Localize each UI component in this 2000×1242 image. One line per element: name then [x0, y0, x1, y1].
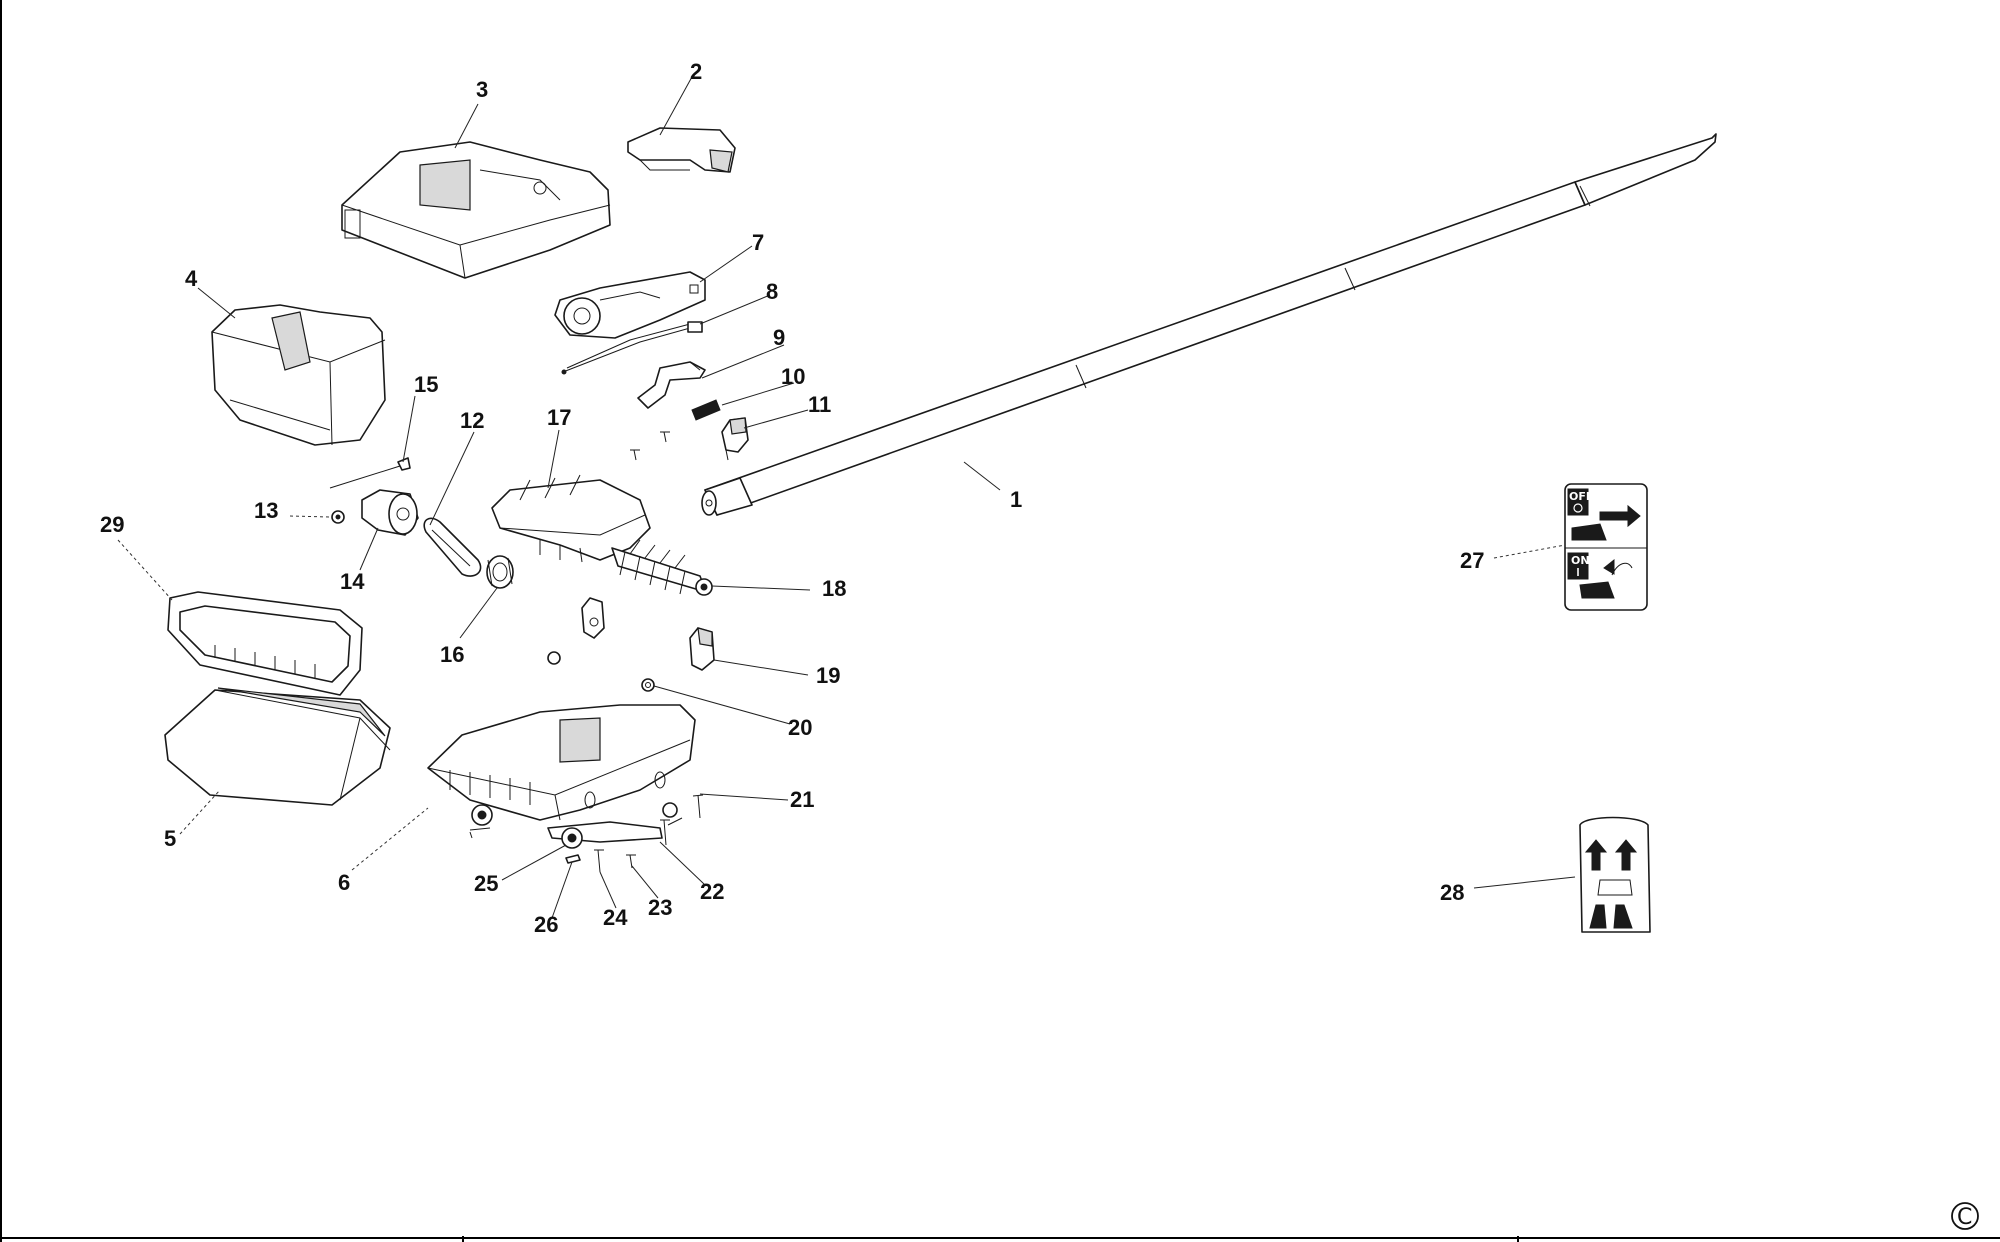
- part-4-battery-cover: [211, 304, 386, 446]
- label-part-11: 11: [808, 392, 831, 417]
- label-part-5: 5: [164, 826, 176, 851]
- label-part-29: 29: [100, 512, 124, 537]
- label-part-7: 7: [752, 230, 764, 255]
- label-part-15: 15: [414, 372, 438, 397]
- part-15-cable-tie: [329, 457, 411, 489]
- part-9-switch-contact: [637, 361, 706, 409]
- label-part-14: 14: [340, 569, 365, 594]
- washer-small-center: [547, 651, 561, 665]
- label-part-12: 12: [460, 408, 484, 433]
- label-part-27: 27: [1460, 548, 1484, 573]
- part-29-filter-frame: [167, 591, 363, 696]
- decal-on-text: ON: [1571, 554, 1590, 567]
- decal-off-text: OFF: [1569, 490, 1593, 503]
- label-part-28: 28: [1440, 880, 1464, 905]
- arrow-curved-icon: [1603, 558, 1615, 575]
- part-18-brush-roll: [611, 539, 713, 596]
- label-part-23: 23: [648, 895, 672, 920]
- part-26-pin: [565, 854, 581, 864]
- arrow-up-icon: [1584, 839, 1608, 871]
- part-27-switch-decal: OFF ON: [1564, 483, 1648, 611]
- part-17-brushbar-housing: [491, 474, 651, 563]
- label-part-24: 24: [603, 905, 628, 930]
- label-part-20: 20: [788, 715, 812, 740]
- arrow-up-icon-2: [1614, 839, 1638, 871]
- part-12-drive-belt: [423, 517, 482, 577]
- label-part-16: 16: [440, 642, 464, 667]
- part-1-handle-tube: [701, 133, 1717, 516]
- part-10-spring: [691, 399, 721, 421]
- label-part-10: 10: [781, 364, 805, 389]
- label-part-17: 17: [547, 405, 571, 430]
- label-part-4: 4: [185, 266, 198, 291]
- leader-lines: [117, 74, 1576, 919]
- label-part-6: 6: [338, 870, 350, 895]
- part-20-washer: [641, 678, 655, 692]
- screws-upper: [630, 431, 670, 461]
- label-part-2: 2: [690, 59, 702, 84]
- label-part-9: 9: [773, 325, 785, 350]
- label-part-8: 8: [766, 279, 778, 304]
- label-part-18: 18: [822, 576, 846, 601]
- part-7-switch-housing: [554, 271, 706, 339]
- part-number-labels: 1 2 3 4 5 6 7 8 9 10 11 12 13 14 15 16 1…: [100, 59, 1484, 937]
- part-23-screw: [626, 854, 636, 869]
- label-part-3: 3: [476, 77, 488, 102]
- part-11-switch-button: [721, 417, 749, 461]
- part-25-wheel: [469, 804, 583, 849]
- copyright-mark: C: [1951, 1202, 1979, 1230]
- part-5-dust-container: [164, 687, 391, 806]
- copyright-symbol: C: [1957, 1205, 1972, 1230]
- part-6-base-housing: [427, 704, 696, 821]
- part-3-upper-housing: [341, 141, 611, 279]
- label-part-1: 1: [1010, 487, 1022, 512]
- part-2-top-cap: [627, 127, 736, 173]
- label-part-25: 25: [474, 871, 498, 896]
- part-16-pulley: [486, 555, 514, 589]
- label-part-13: 13: [254, 498, 278, 523]
- part-14-motor: [361, 489, 419, 536]
- part-28-direction-decal: [1579, 816, 1651, 933]
- part-13-washer: [331, 510, 345, 524]
- part-19-clip: [689, 627, 715, 671]
- label-part-21: 21: [790, 787, 814, 812]
- label-part-22: 22: [700, 879, 724, 904]
- arrow-right-icon: [1599, 504, 1641, 528]
- part-8-wire: [561, 321, 703, 375]
- label-part-26: 26: [534, 912, 558, 937]
- part-21-wheel-and-pin: [662, 794, 704, 826]
- label-part-19: 19: [816, 663, 840, 688]
- part-24-screw: [594, 849, 604, 873]
- small-clip-center: [581, 597, 605, 639]
